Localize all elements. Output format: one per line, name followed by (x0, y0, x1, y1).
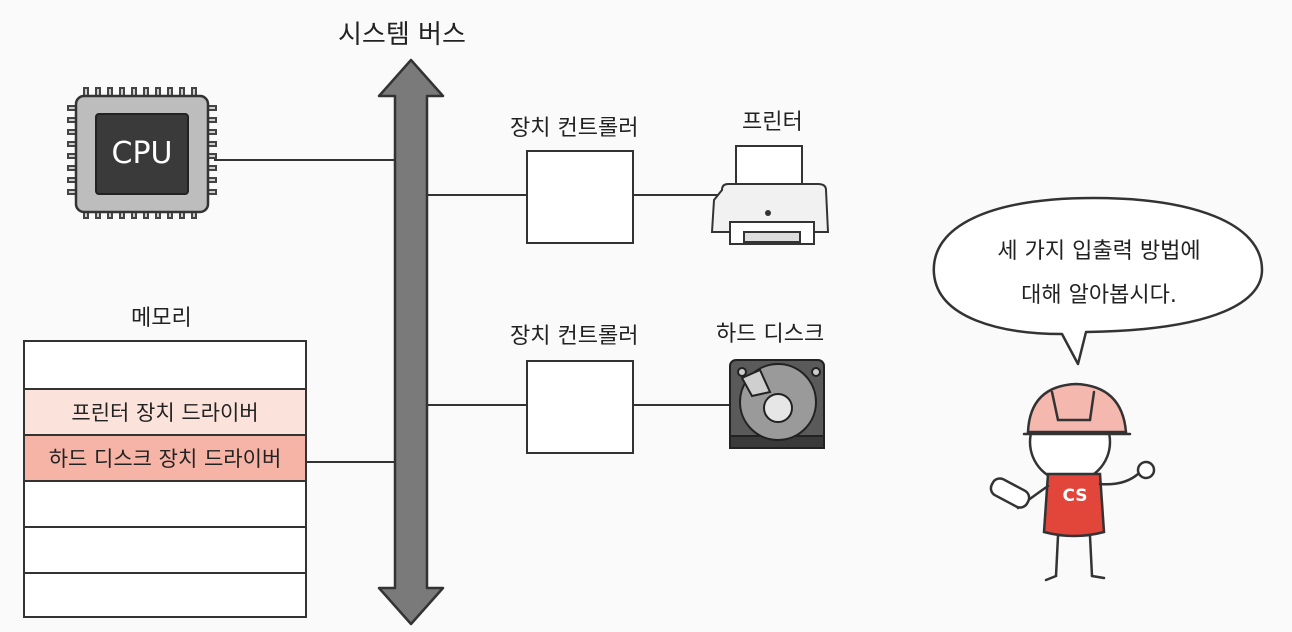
memory-block: 프린터 장치 드라이버 하드 디스크 장치 드라이버 (23, 340, 307, 618)
controller-1-box (526, 150, 634, 244)
memory-row-empty (25, 480, 305, 526)
printer-icon (710, 145, 830, 245)
controller-1-label: 장치 컨트롤러 (510, 116, 639, 141)
memory-row-hdd-driver: 하드 디스크 장치 드라이버 (25, 434, 305, 480)
speech-line-2: 대해 알아봅시다. (1021, 283, 1177, 308)
system-bus-label: 시스템 버스 (338, 20, 466, 50)
memory-row-printer-driver: 프린터 장치 드라이버 (25, 388, 305, 434)
memory-row-empty (25, 572, 305, 618)
character-shirt-label: CS (1062, 486, 1088, 506)
controller-2-label: 장치 컨트롤러 (510, 324, 639, 349)
controller-2-box (526, 360, 634, 454)
speech-bubble-text: 세 가지 입출력 방법에 대해 알아봅시다. (964, 230, 1234, 318)
cpu-chip-icon (67, 87, 217, 219)
speech-bubble (932, 196, 1264, 366)
character-illustration (989, 382, 1156, 582)
memory-row-empty (25, 526, 305, 572)
hard-disk-icon (729, 359, 825, 449)
system-bus-arrow (377, 58, 445, 626)
cpu-label: CPU (111, 136, 173, 171)
hard-disk-label: 하드 디스크 (716, 322, 825, 347)
printer-label: 프린터 (742, 110, 803, 135)
speech-line-1: 세 가지 입출력 방법에 (997, 239, 1201, 264)
memory-title: 메모리 (131, 306, 192, 331)
